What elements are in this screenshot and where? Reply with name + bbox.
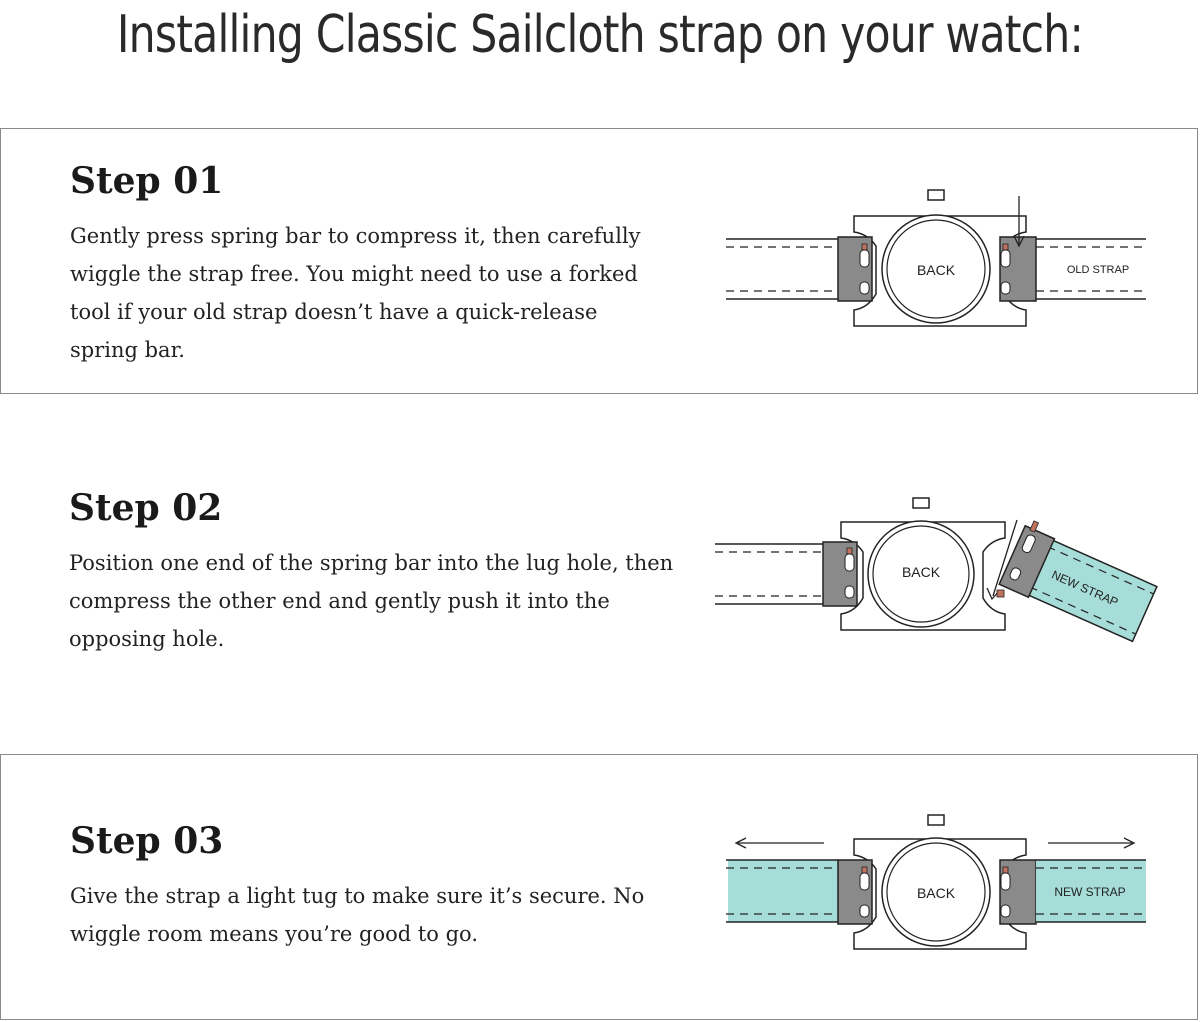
- case-label: BACK: [917, 262, 956, 278]
- watch-case: [840, 497, 1006, 631]
- left-strap: [726, 238, 838, 300]
- watch-case: [853, 814, 1027, 950]
- left-lug-block: [822, 541, 858, 607]
- strap-label: NEW STRAP: [1054, 885, 1125, 899]
- strap-label: OLD STRAP: [1067, 264, 1129, 276]
- step-01-panel: Step 01 Gently press spring bar to compr…: [0, 128, 1198, 394]
- case-label: BACK: [917, 885, 956, 901]
- step-description: Position one end of the spring bar into …: [69, 551, 674, 651]
- left-lug-block: [837, 236, 873, 302]
- old-strap: [1036, 238, 1146, 300]
- new-strap: [1036, 859, 1146, 923]
- step-heading: Step 01: [70, 160, 224, 202]
- step-description: Gently press spring bar to compress it, …: [70, 224, 641, 362]
- insert-arrow-icon: [986, 519, 1018, 601]
- right-lug-block: [999, 236, 1037, 302]
- pull-left-arrow-icon: [734, 837, 824, 849]
- left-strap: [715, 543, 823, 605]
- step-03-panel: Step 03 Give the strap a light tug to ma…: [0, 754, 1198, 1020]
- press-down-arrow-icon: [1013, 196, 1025, 248]
- step-02-panel: Step 02 Position one end of the spring b…: [0, 420, 1198, 720]
- step-03-diagram: BACK NEW STRAP: [726, 814, 1146, 950]
- left-lug-block: [837, 859, 873, 925]
- new-strap-tilted: NEW STRAP: [998, 520, 1158, 643]
- step-description: Give the strap a light tug to make sure …: [70, 884, 645, 946]
- step-02-diagram: NEW STRAP BACK: [715, 497, 1158, 643]
- right-lug-block: [999, 859, 1037, 925]
- watch-case: [853, 189, 1027, 327]
- page-title: Installing Classic Sailcloth strap on yo…: [116, 5, 1084, 65]
- step-heading: Step 03: [70, 820, 224, 862]
- step-01-diagram: BACK OLD STRAP: [726, 189, 1146, 327]
- step-heading: Step 02: [69, 487, 223, 529]
- left-strap: [726, 859, 838, 923]
- pull-right-arrow-icon: [1048, 837, 1136, 849]
- case-label: BACK: [902, 564, 941, 580]
